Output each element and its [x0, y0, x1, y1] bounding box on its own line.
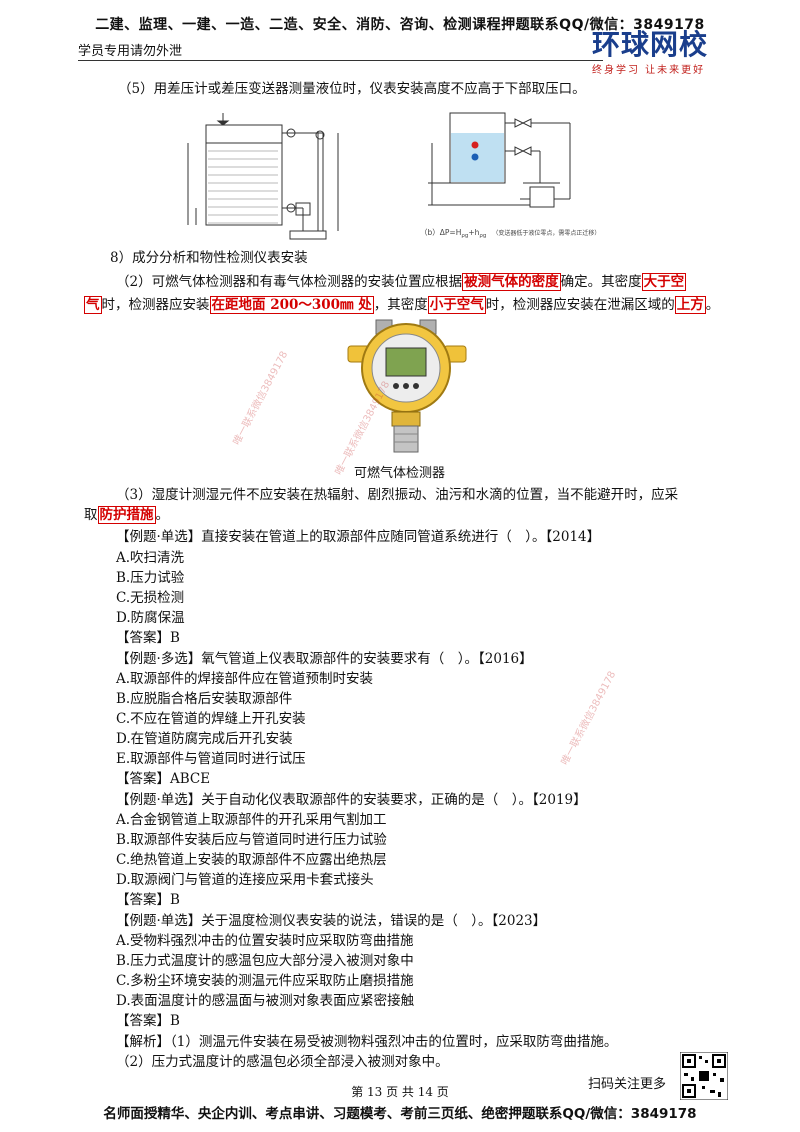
- highlight-lighter-than-air: 小于空气: [427, 296, 486, 314]
- analysis-line-1: 【解析】（1）测温元件安装在易受被测物料强烈冲击的位置时，应采取防弯曲措施。: [116, 1034, 618, 1050]
- question-3-answer: 【答案】B: [116, 892, 180, 908]
- question-4-option-c: C.多粉尘环境安装的测温元件应采取防止磨损措施: [116, 973, 414, 989]
- question-2-option-e: E.取源部件与管道同时进行试压: [116, 751, 306, 767]
- logo-title: 环球网校: [592, 28, 709, 61]
- qr-code-icon[interactable]: [680, 1052, 728, 1100]
- highlight-height-range: 在距地面 200～300㎜ 处: [209, 296, 374, 314]
- question-1-option-d: D.防腐保温: [116, 610, 185, 626]
- footer-banner: 名师面授精华、央企内训、考点串讲、习题模考、考前三页纸、绝密押题联系QQ/微信：…: [103, 1106, 697, 1122]
- highlight-heavier-than-air: 大于空: [641, 273, 687, 291]
- transmitter-diagram: （b）ΔP=Hρg+hρg（变送器低于液位零点，需零点正迁移）: [420, 112, 600, 239]
- detector-caption: 可燃气体检测器: [354, 466, 446, 481]
- logo-slogan: 终身学习 让未来更好: [592, 65, 706, 76]
- question-2-option-a: A.取源部件的焊接部件应在管道预制时安装: [116, 671, 374, 687]
- question-3-option-a: A.合金钢管道上取源部件的开孔采用气割加工: [116, 812, 387, 828]
- item-2-line-1: （2）可燃气体检测器和有毒气体检测器的安装位置应根据被测气体的密度确定。其密度大…: [116, 273, 687, 291]
- question-1-option-b: B.压力试验: [116, 570, 185, 586]
- question-1-option-c: C.无损检测: [116, 590, 185, 606]
- question-4-stem: 【例题·单选】关于温度检测仪表安装的说法，错误的是（ ）。【2023】: [116, 913, 547, 929]
- question-4-option-a: A.受物料强烈冲击的位置安装时应采取防弯曲措施: [116, 933, 414, 949]
- tank-dp-diagram: [187, 113, 339, 240]
- question-3-option-d: D.取源阀门与管道的连接应采用卡套式接头: [116, 872, 374, 888]
- question-3-option-c: C.绝热管道上安装的取源部件不应露出绝热层: [116, 852, 387, 868]
- watermark-2: 唯一联系微信3849178: [559, 669, 619, 768]
- item-3-line-2: 取防护措施。: [84, 506, 169, 524]
- item-5-text: （5）用差压计或差压变送器测量液位时，仪表安装高度不应高于下部取压口。: [118, 81, 586, 97]
- question-1-stem: 【例题·单选】直接安装在管道上的取源部件应随同管道系统进行（ ）。【2014】: [116, 529, 601, 545]
- qr-label: 扫码关注更多: [588, 1077, 667, 1092]
- header-banner: 二建、监理、一建、一造、二造、安全、消防、咨询、检测课程押题联系QQ/微信：38…: [95, 17, 705, 33]
- page-number: 第 13 页 共 14 页: [351, 1085, 449, 1099]
- confidential-note: 学员专用请勿外泄: [78, 44, 183, 59]
- section-8-heading: 8）成分分析和物性检测仪表安装: [110, 250, 308, 266]
- brand-logo: 环球网校 终身学习 让未来更好: [592, 28, 742, 77]
- question-4-option-d: D.表面温度计的感温面与被测对象表面应紧密接触: [116, 993, 415, 1009]
- question-2-option-b: B.应脱脂合格后安装取源部件: [116, 691, 293, 707]
- watermark-1: 唯一联系微信3849178: [231, 349, 291, 448]
- question-2-option-d: D.在管道防腐完成后开孔安装: [116, 731, 293, 747]
- question-4-option-b: B.压力式温度计的感温包应大部分浸入被测对象中: [116, 953, 414, 969]
- level-low-dot: [471, 153, 479, 161]
- question-2-stem: 【例题·多选】氧气管道上仪表取源部件的安装要求有（ ）。【2016】: [116, 651, 533, 667]
- question-2-option-c: C.不应在管道的焊缝上开孔安装: [116, 711, 306, 727]
- level-high-dot: [471, 141, 479, 149]
- question-4-answer: 【答案】B: [116, 1013, 180, 1029]
- question-2-answer: 【答案】ABCE: [116, 771, 211, 787]
- highlight-gas-density: 被测气体的密度: [462, 273, 561, 291]
- svg-text:（b）ΔP=Hρg+hρg（变送器低于液位零点，需零点正迁移: （b）ΔP=Hρg+hρg（变送器低于液位零点，需零点正迁移）: [420, 228, 600, 239]
- question-3-stem: 【例题·单选】关于自动化仪表取源部件的安装要求，正确的是（ ）。【2019】: [116, 792, 587, 808]
- item-2-line-2: 气时，检测器应安装在距地面 200～300㎜ 处，其密度小于空气时，检测器应安装…: [84, 296, 720, 314]
- question-1-answer: 【答案】B: [116, 630, 180, 646]
- analysis-line-2: （2）压力式温度计的感温包必须全部浸入被测对象中。: [116, 1054, 449, 1070]
- gas-detector-image: [347, 319, 467, 453]
- item-3-line-1: （3）湿度计测湿元件不应安装在热辐射、剧烈振动、油污和水滴的位置，当不能避开时，…: [116, 487, 679, 503]
- header-divider: [78, 60, 603, 61]
- highlight-protective-measures: 防护措施: [97, 506, 156, 524]
- question-1-option-a: A.吹扫清洗: [116, 550, 185, 566]
- highlight-above: 上方: [674, 296, 706, 314]
- question-3-option-b: B.取源部件安装后应与管道同时进行压力试验: [116, 832, 387, 848]
